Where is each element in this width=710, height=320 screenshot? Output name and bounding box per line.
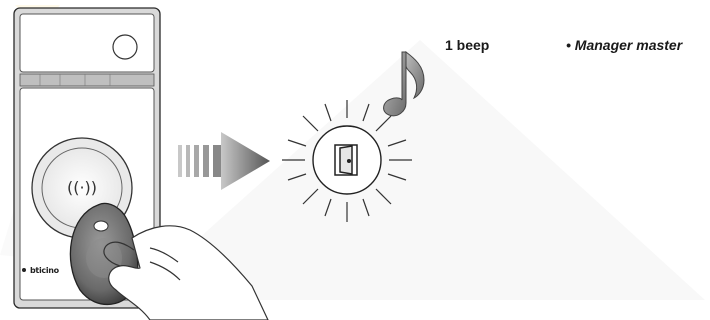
camera-lens: [113, 35, 137, 59]
beep-count-label: 1 beep: [445, 37, 489, 53]
rfid-symbol: ((·)): [67, 178, 97, 197]
right-arrow-icon: [178, 132, 270, 190]
mode-label: • Manager master: [566, 37, 682, 53]
door-open-icon: [335, 145, 357, 175]
brand-logo: bticino: [30, 266, 59, 275]
